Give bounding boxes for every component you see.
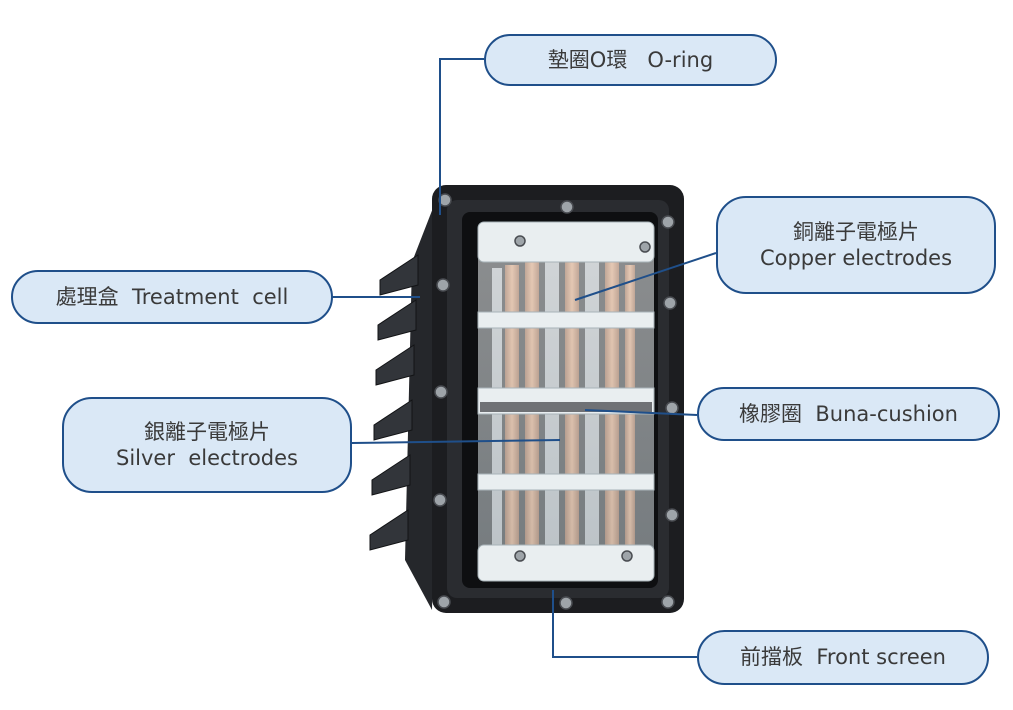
copper-electrodes-callout: 銅離子電極片 Copper electrodes	[716, 196, 996, 294]
buna-leader	[584, 409, 698, 416]
buna-cushion-label: 橡膠圈 Buna-cushion	[739, 401, 958, 426]
oring-label: 墊圈O環 O-ring	[547, 47, 714, 72]
treatment-cell-callout: 處理盒 Treatment cell	[11, 270, 333, 324]
copper-electrodes-label-en: Copper electrodes	[759, 246, 953, 270]
front-screen-callout: 前擋板 Front screen	[697, 630, 989, 685]
copper-leader	[574, 252, 717, 301]
frame-screws	[433, 193, 679, 610]
oring-leader	[439, 58, 484, 215]
front-screen-label: 前擋板 Front screen	[740, 645, 946, 670]
front-leader	[552, 590, 697, 658]
treatment-cell-label: 處理盒 Treatment cell	[55, 284, 289, 309]
oring-callout: 墊圈O環 O-ring	[484, 34, 777, 86]
silver-electrodes-label-zh: 銀離子電極片	[144, 419, 270, 444]
silver-leader	[351, 439, 561, 444]
copper-electrodes-label-zh: 銅離子電極片	[793, 219, 919, 244]
silver-electrodes-label-en: Silver electrodes	[116, 446, 298, 470]
treatment-cell-body	[369, 190, 440, 610]
buna-cushion-band	[480, 402, 652, 412]
silver-electrodes-callout: 銀離子電極片 Silver electrodes	[62, 397, 352, 493]
buna-cushion-callout: 橡膠圈 Buna-cushion	[697, 387, 1000, 441]
leader-lines	[332, 58, 717, 658]
